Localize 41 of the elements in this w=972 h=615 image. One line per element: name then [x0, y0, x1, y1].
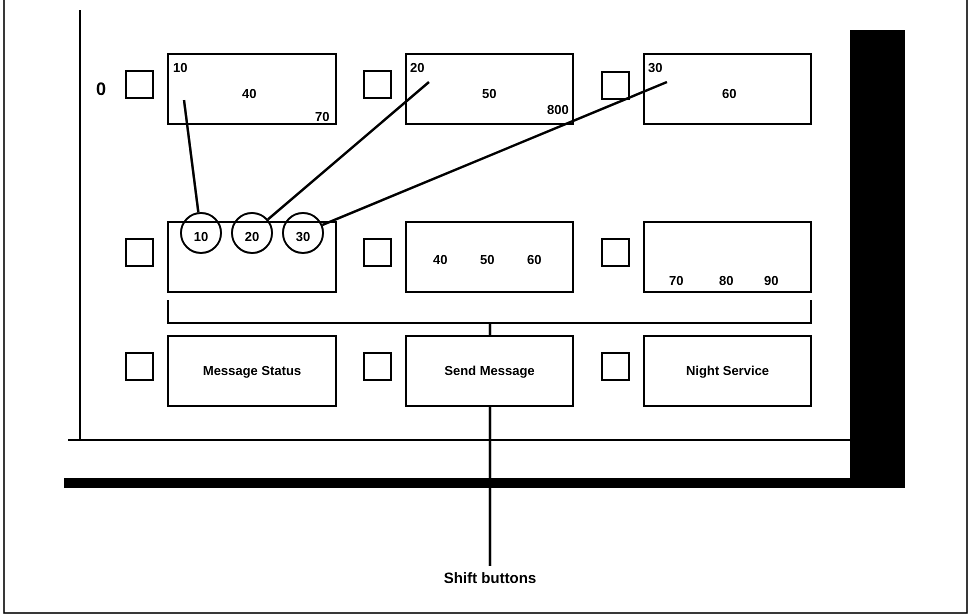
push-button	[601, 71, 630, 100]
push-button	[363, 238, 392, 267]
display-number: 30	[648, 60, 666, 74]
display-number: 50	[482, 87, 496, 100]
push-button	[125, 352, 154, 381]
display-window	[643, 53, 812, 125]
feature-button: Send Message	[405, 335, 574, 407]
display-number: 20	[410, 60, 428, 74]
feature-button: Message Status	[167, 335, 337, 407]
push-button	[125, 70, 154, 99]
circle-marker: 10	[180, 212, 222, 254]
push-button	[125, 238, 154, 267]
display-window	[167, 53, 337, 125]
display-number: 40	[433, 253, 448, 266]
display-number: 10	[173, 60, 191, 74]
display-window	[405, 53, 574, 125]
display-window	[643, 221, 812, 293]
bracket	[167, 300, 812, 324]
display-number: 70	[315, 110, 330, 123]
display-window	[405, 221, 574, 293]
circle-marker: 20	[231, 212, 273, 254]
push-button	[363, 70, 392, 99]
display-window	[167, 221, 337, 293]
callout-text: Shift buttons	[430, 570, 550, 588]
leader-line	[322, 80, 668, 226]
leader-line	[182, 100, 200, 212]
display-number: 60	[527, 253, 542, 266]
display-number: 80	[719, 274, 734, 287]
push-button	[601, 238, 630, 267]
display-number: 90	[764, 274, 778, 287]
display-number: 60	[722, 87, 736, 100]
feature-button: Night Service	[643, 335, 812, 407]
row-label: 0	[96, 80, 106, 98]
display-number: 70	[669, 274, 684, 287]
push-button	[601, 352, 630, 381]
push-button	[363, 352, 392, 381]
display-number: 40	[242, 87, 256, 100]
display-number: 50	[480, 253, 494, 266]
leader-line	[267, 81, 430, 220]
display-number: 800	[547, 103, 569, 116]
circle-marker: 30	[282, 212, 324, 254]
